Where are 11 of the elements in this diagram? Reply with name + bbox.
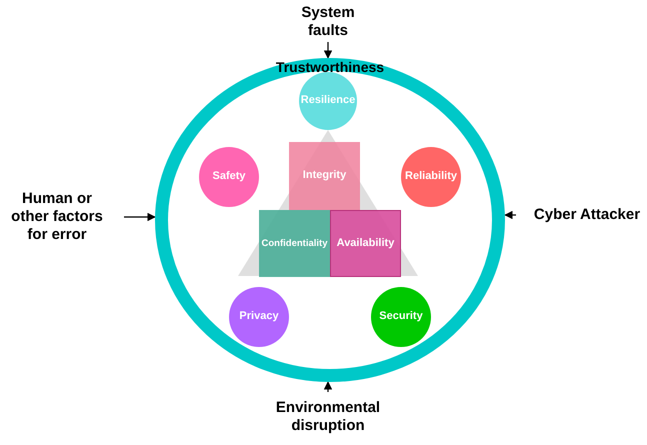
arrow [504,210,516,220]
square: Integrity [289,142,360,210]
label: Human or other factors for error [2,190,112,244]
label: Cyber Attacker [528,204,646,226]
label: Environmental disruption [258,394,398,440]
label: System faults [283,4,373,40]
arrow [124,212,156,222]
square: Availability [330,210,401,277]
arrow [324,42,332,59]
square: Confidentiality [259,210,330,277]
arrow [324,381,332,392]
